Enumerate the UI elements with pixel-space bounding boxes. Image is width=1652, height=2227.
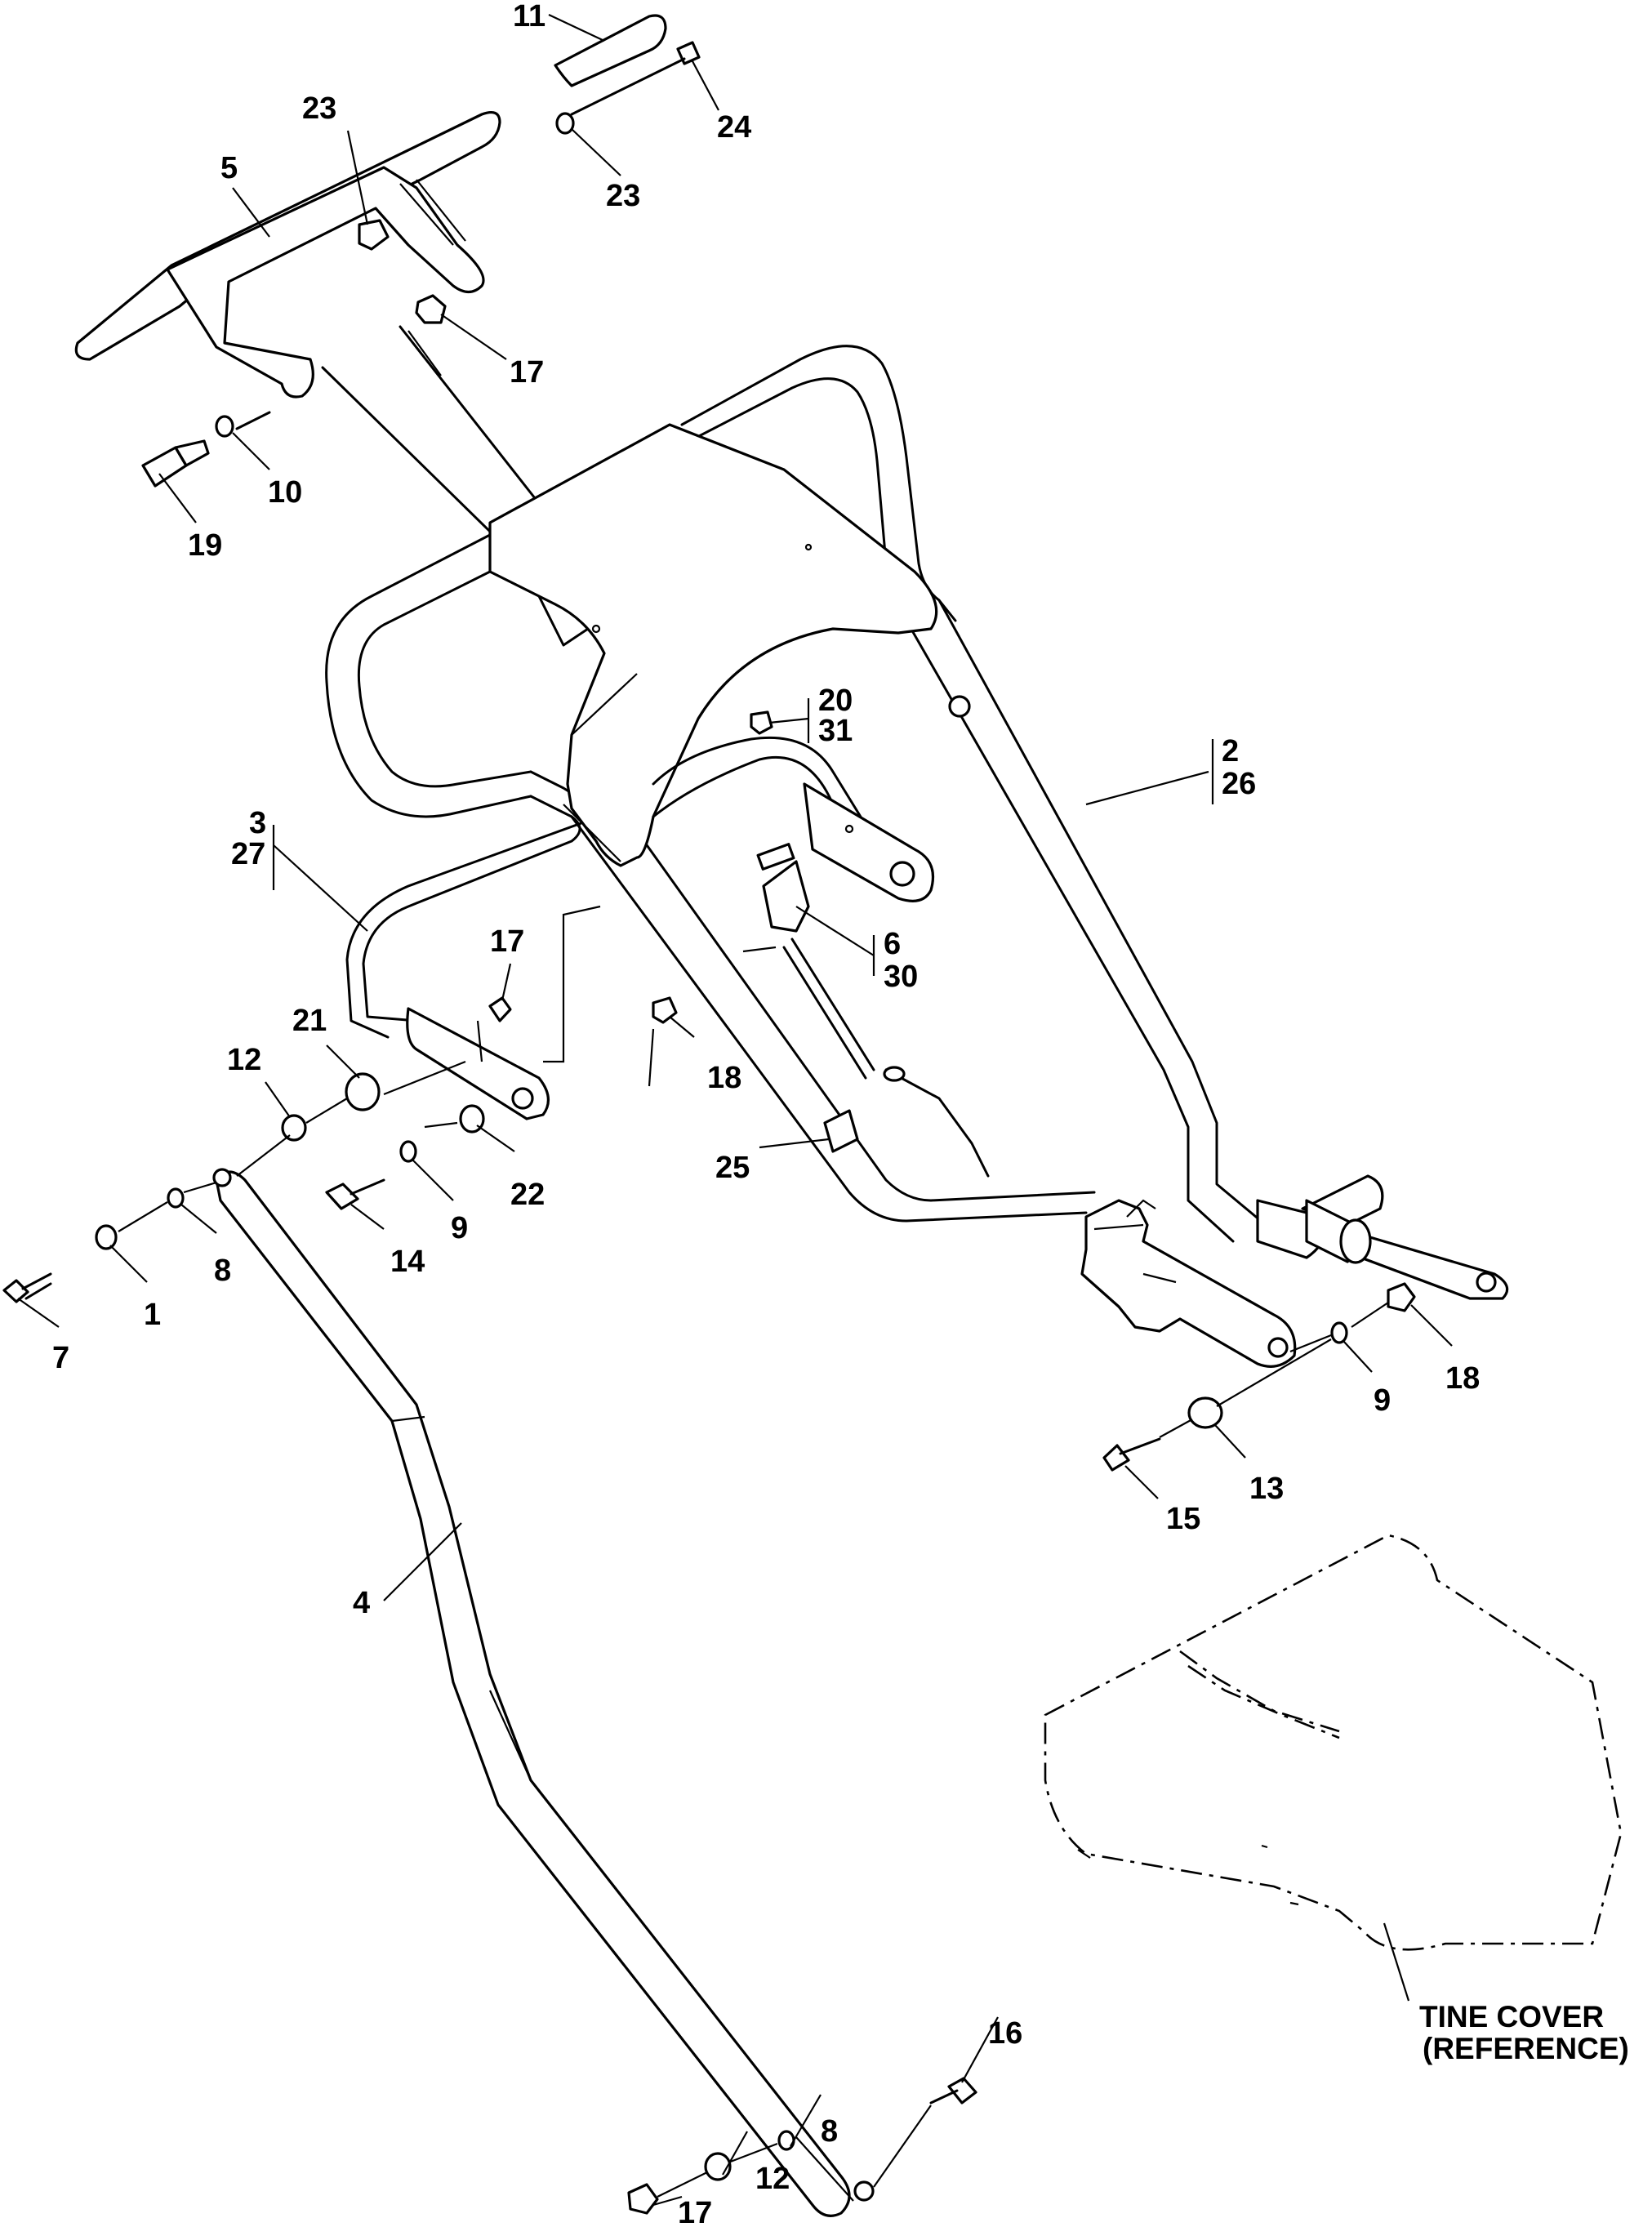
callout-8-left: 8 — [214, 1254, 231, 1288]
callout-30: 30 — [884, 960, 918, 994]
callout-18-right: 18 — [1445, 1361, 1480, 1396]
callout-9-left: 9 — [451, 1211, 468, 1245]
callout-19: 19 — [188, 528, 222, 563]
callout-22: 22 — [510, 1178, 545, 1212]
callout-23-right: 23 — [606, 179, 640, 213]
callout-10: 10 — [268, 475, 302, 510]
throttle-control — [742, 843, 990, 1178]
callout-8-lower: 8 — [821, 2114, 838, 2149]
callout-21: 21 — [292, 1004, 327, 1038]
callout-4: 4 — [353, 1586, 370, 1620]
callout-18-mid: 18 — [707, 1061, 741, 1095]
hardware — [2, 41, 1416, 2215]
callout-5: 5 — [220, 151, 238, 185]
callout-25: 25 — [715, 1151, 750, 1185]
leader-lines — [17, 14, 1453, 2207]
reference-label-line1: TINE COVER — [1419, 2000, 1604, 2033]
callout-labels: 11 24 23 23 5 17 10 19 20 31 2 26 3 27 6… — [52, 0, 1480, 2227]
callout-3: 3 — [249, 806, 266, 840]
reference-label: TINE COVER (REFERENCE) — [1419, 2000, 1629, 2065]
callout-26: 26 — [1222, 767, 1256, 801]
callout-17-top: 17 — [510, 355, 544, 390]
callout-31: 31 — [818, 714, 853, 748]
callout-20: 20 — [818, 684, 853, 718]
callout-23-top: 23 — [302, 91, 336, 126]
right-lower-bracket — [652, 695, 1509, 1300]
callout-12-left: 12 — [227, 1043, 261, 1077]
callout-17-mid: 17 — [490, 924, 524, 959]
tine-cover-reference — [1044, 1534, 1623, 1951]
reference-label-line2: (REFERENCE) — [1423, 2032, 1629, 2065]
callout-7: 7 — [52, 1341, 69, 1375]
callout-24: 24 — [717, 110, 751, 145]
callout-16: 16 — [988, 2016, 1022, 2051]
callout-14: 14 — [390, 1245, 425, 1279]
callout-9-right: 9 — [1374, 1383, 1391, 1418]
callout-15: 15 — [1166, 1502, 1200, 1536]
upper-handle-bar — [74, 14, 667, 399]
callout-17-lower: 17 — [678, 2196, 712, 2227]
lower-handle-bar — [212, 1168, 875, 2217]
callout-27: 27 — [231, 837, 265, 871]
callout-2: 2 — [1222, 734, 1239, 768]
callout-13: 13 — [1249, 1472, 1284, 1506]
callout-11: 11 — [513, 0, 545, 33]
callout-6: 6 — [884, 927, 901, 961]
callout-1: 1 — [144, 1298, 161, 1332]
main-handle-frame — [325, 345, 1267, 1243]
center-lower-bracket — [1080, 1199, 1297, 1368]
control-panel-plate — [488, 423, 938, 867]
callout-12-lower: 12 — [755, 2162, 790, 2196]
